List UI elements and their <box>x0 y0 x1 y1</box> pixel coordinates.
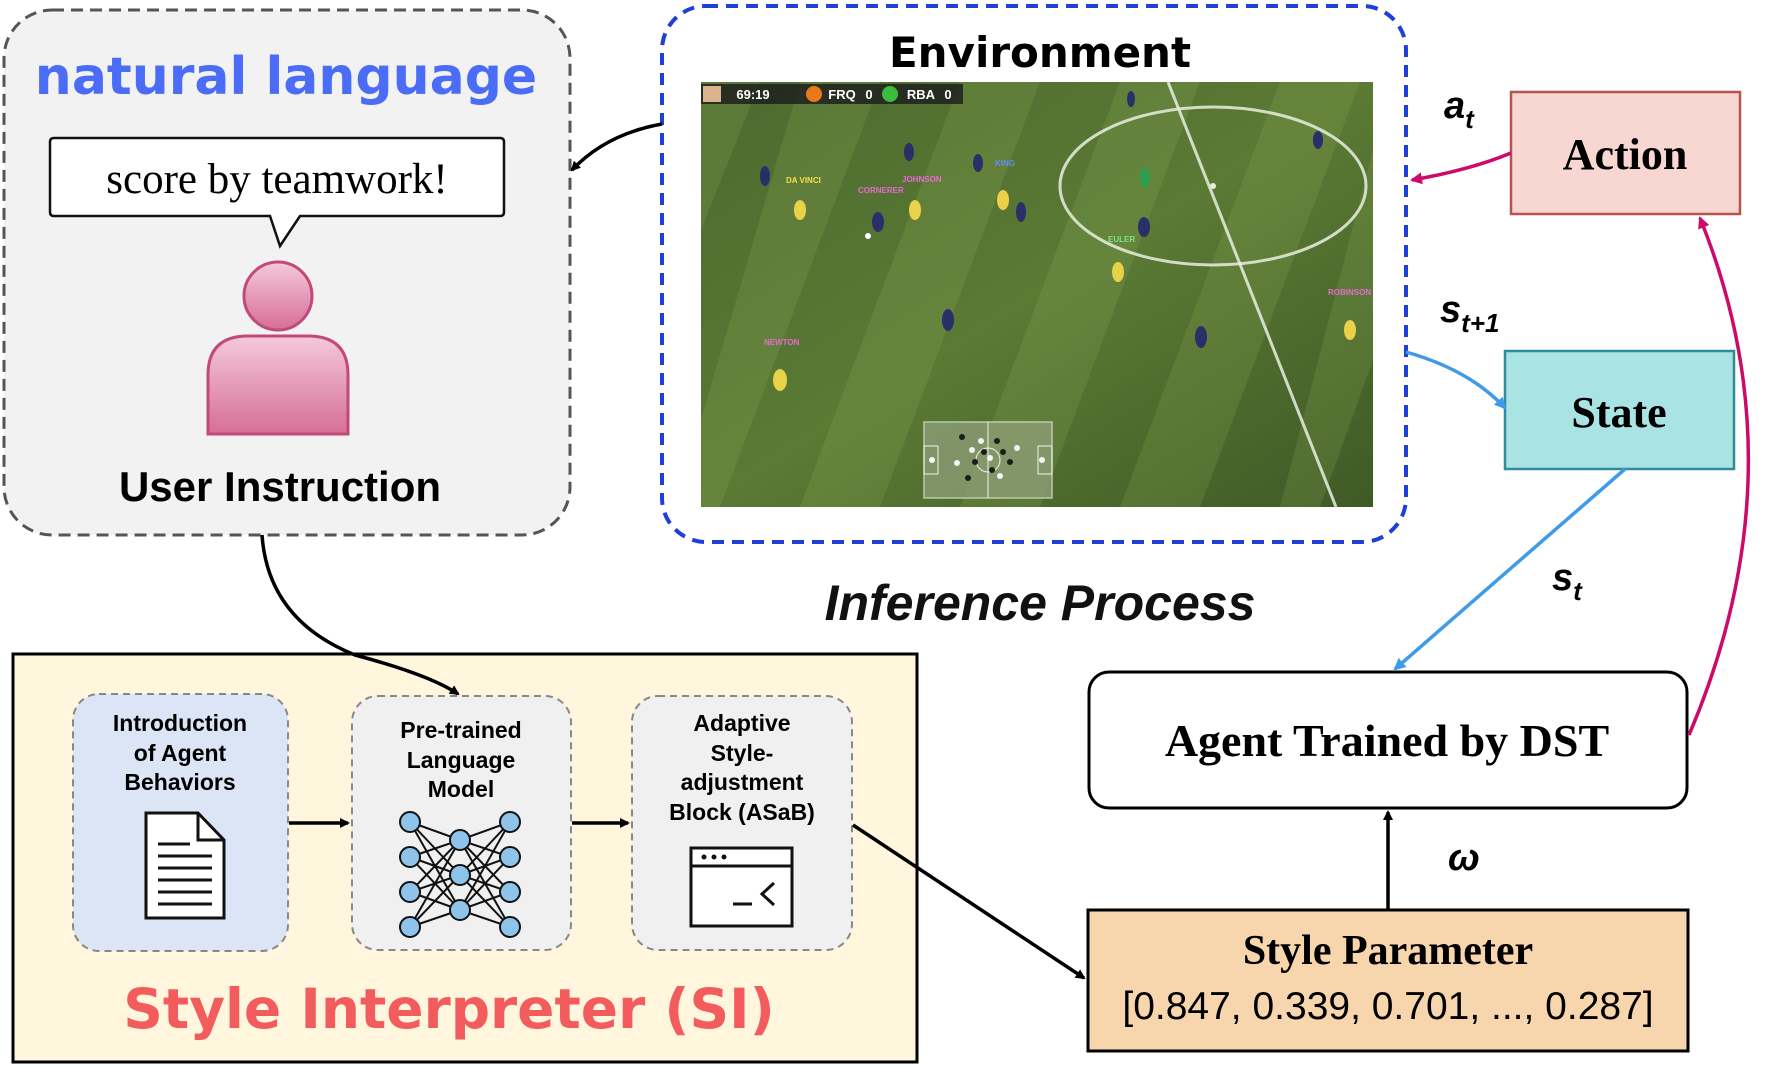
block3-line4: Block (ASaB) <box>669 799 815 825</box>
label-s-t-plus-1: st+1 <box>1440 289 1499 338</box>
speech-text: score by teamwork! <box>106 156 447 203</box>
arrow-action-to-env <box>1410 151 1512 185</box>
arrow-state-to-agent <box>1393 467 1627 671</box>
state-label: State <box>1571 388 1666 437</box>
player-tag: JOHNSON <box>902 175 942 184</box>
user-instruction-panel: natural language score by teamwork! User… <box>2 8 572 537</box>
arrow-asab-to-param <box>852 823 1086 980</box>
block1-line1: Introduction <box>113 710 247 736</box>
neural-network-icon <box>399 811 521 938</box>
player-tag: NEWTON <box>764 338 800 347</box>
block3-line1: Adaptive <box>693 710 790 736</box>
agent-label: Agent Trained by DST <box>1165 715 1609 766</box>
hud-score-left: 0 <box>865 87 872 102</box>
arrow-user-to-model <box>260 534 460 696</box>
natural-language-heading: natural language <box>35 47 537 107</box>
environment-title: Environment <box>889 28 1191 77</box>
block1-line2: of Agent <box>134 740 227 766</box>
state-box <box>1503 349 1736 471</box>
action-label: Action <box>1563 130 1688 179</box>
speech-bubble <box>48 136 506 249</box>
mini-map <box>923 421 1053 499</box>
block3-line3: adjustment <box>681 769 804 795</box>
block2-line2: Language <box>407 747 516 773</box>
style-interpreter-panel: Introduction of Agent Behaviors Pre-trai… <box>11 652 919 1064</box>
player-tag: EULER <box>1108 235 1135 244</box>
inference-process-label: Inference Process <box>825 575 1256 631</box>
players <box>760 91 1356 391</box>
game-hud: 69:19 FRQ 0 RBA 0 <box>701 84 963 104</box>
arrow-env-to-user <box>570 122 663 172</box>
style-parameter-title: Style Parameter <box>1243 928 1533 974</box>
action-box <box>1509 90 1742 216</box>
player-tag: DA VINCI <box>786 176 821 185</box>
asab-block <box>631 695 853 951</box>
style-parameter-values: [0.847, 0.339, 0.701, ..., 0.287] <box>1122 985 1653 1028</box>
soccer-game-screenshot: 69:19 FRQ 0 RBA 0 DA VINCI CORNERER JOHN… <box>701 81 1373 508</box>
arrow-agent-to-action <box>1687 216 1751 736</box>
environment-panel: Environment 69:19 FRQ <box>660 4 1408 544</box>
hud-clock: 69:19 <box>736 87 769 102</box>
style-parameter-box <box>1086 908 1690 1053</box>
block1-line3: Behaviors <box>124 769 235 795</box>
block2-line3: Model <box>428 776 494 802</box>
block2-line1: Pre-trained <box>400 717 521 743</box>
hud-score-right: 0 <box>944 87 951 102</box>
label-a-t: at <box>1444 85 1475 134</box>
user-instruction-label: User Instruction <box>119 463 441 510</box>
hud-team-right: RBA <box>907 87 936 102</box>
player-tag: CORNERER <box>858 186 904 195</box>
style-interpreter-title: Style Interpreter (SI) <box>123 977 774 1041</box>
label-s-t: st <box>1552 557 1583 606</box>
agent-box <box>1087 670 1689 810</box>
hud-team-left: FRQ <box>828 87 855 102</box>
player-tag: KING <box>995 159 1015 168</box>
player-tag: ROBINSON <box>1328 288 1371 297</box>
user-icon <box>206 260 350 436</box>
document-icon <box>144 811 226 920</box>
terminal-window-icon <box>689 846 794 928</box>
label-omega: ω <box>1448 837 1480 879</box>
arrow-env-to-state <box>1405 350 1507 410</box>
block3-line2: Style- <box>711 740 774 766</box>
